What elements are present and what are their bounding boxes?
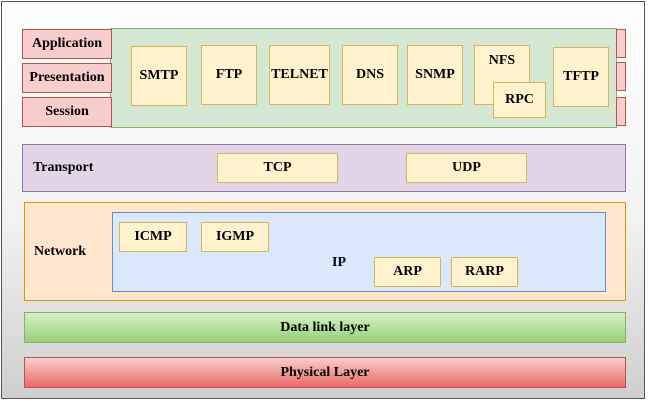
protocol-label: NFS (488, 53, 516, 68)
osi-layer-label: Application (31, 36, 102, 51)
osi-layer-application: Application (22, 29, 112, 59)
protocol-udp: UDP (406, 153, 527, 183)
right-tab-presentation (616, 62, 626, 91)
protocol-label: TFTP (563, 69, 599, 84)
protocol-igmp: IGMP (201, 222, 269, 252)
protocol-label: ARP (393, 264, 422, 279)
network-label: Network (34, 244, 87, 259)
protocol-label: RARP (465, 264, 504, 279)
datalink-band: Data link layer (24, 312, 626, 343)
protocol-tcp: TCP (217, 153, 338, 183)
protocol-snmp: SNMP (407, 45, 463, 105)
protocol-label: UDP (452, 160, 481, 175)
protocol-dns: DNS (342, 45, 398, 105)
protocol-rarp: RARP (451, 257, 518, 287)
protocol-smtp: SMTP (131, 46, 187, 106)
protocol-label: TELNET (271, 67, 328, 82)
protocol-arp: ARP (374, 257, 441, 287)
ip-box (112, 212, 606, 292)
osi-layer-label: Session (45, 104, 89, 119)
protocol-label: DNS (355, 67, 384, 82)
osi-layer-session: Session (22, 97, 112, 127)
right-tab-session (616, 97, 626, 126)
protocol-telnet: TELNET (269, 45, 330, 105)
protocol-label: IGMP (215, 229, 255, 244)
protocol-label: FTP (215, 67, 243, 82)
physical-label: Physical Layer (280, 364, 370, 380)
datalink-label: Data link layer (280, 319, 370, 335)
osi-layer-presentation: Presentation (22, 63, 112, 93)
protocol-icmp: ICMP (119, 222, 187, 252)
protocol-label: SMTP (139, 68, 179, 83)
protocol-ftp: FTP (201, 45, 257, 105)
right-tab-application (616, 29, 626, 58)
protocol-label: ICMP (134, 229, 172, 244)
protocol-rpc: RPC (493, 82, 546, 118)
protocol-tftp: TFTP (553, 47, 609, 107)
ip-label: IP (332, 255, 346, 270)
transport-label: Transport (33, 160, 94, 175)
protocol-label: SNMP (415, 67, 455, 82)
physical-band: Physical Layer (24, 357, 626, 388)
protocol-label: RPC (505, 92, 534, 107)
osi-layer-label: Presentation (29, 70, 105, 85)
protocol-label: TCP (263, 160, 292, 175)
